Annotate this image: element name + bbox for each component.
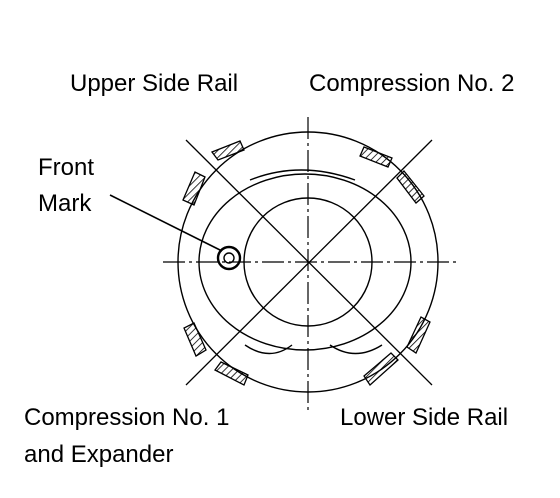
valve-recess-top <box>249 169 356 181</box>
ring-gap-lines <box>185 139 433 386</box>
lower-side-rail-label: Lower Side Rail <box>340 404 509 431</box>
gap-marker-upper-right-1 <box>359 146 393 168</box>
gap-marker-lower-right-1 <box>406 316 431 354</box>
piston-bowl-circle <box>243 197 373 327</box>
front-mark-label-line1: Front <box>38 154 95 181</box>
piston-middle-ellipse <box>198 173 412 351</box>
gap-marker-lower-right-2 <box>363 352 399 386</box>
diagonal-line-ne-sw <box>185 139 433 386</box>
gap-marker-lower-left-2 <box>214 361 249 386</box>
upper-side-rail-label: Upper Side Rail <box>70 70 239 97</box>
compression-no-1-label-line2: and Expander <box>24 441 174 468</box>
piston-outline <box>177 131 439 393</box>
gap-marker-upper-right-2 <box>396 170 425 204</box>
gap-marker-lower-left-1 <box>183 322 207 357</box>
valve-recess-bottom-left <box>244 344 293 355</box>
compression-no-2-label: Compression No. 2 <box>309 70 515 97</box>
front-mark-leader-line <box>109 194 223 252</box>
ring-gap-markers <box>182 140 431 386</box>
compression-no-1-label-line1: Compression No. 1 <box>24 404 230 431</box>
valve-recess-bottom-right <box>329 344 383 355</box>
gap-marker-upper-left-2 <box>182 171 206 206</box>
piston-outer-circle <box>177 131 439 393</box>
front-mark-label-line2: Mark <box>38 190 92 217</box>
front-mark-outer <box>216 245 242 271</box>
front-mark <box>216 245 242 271</box>
front-mark-inner <box>223 252 235 264</box>
gap-marker-upper-left-1 <box>210 140 245 161</box>
